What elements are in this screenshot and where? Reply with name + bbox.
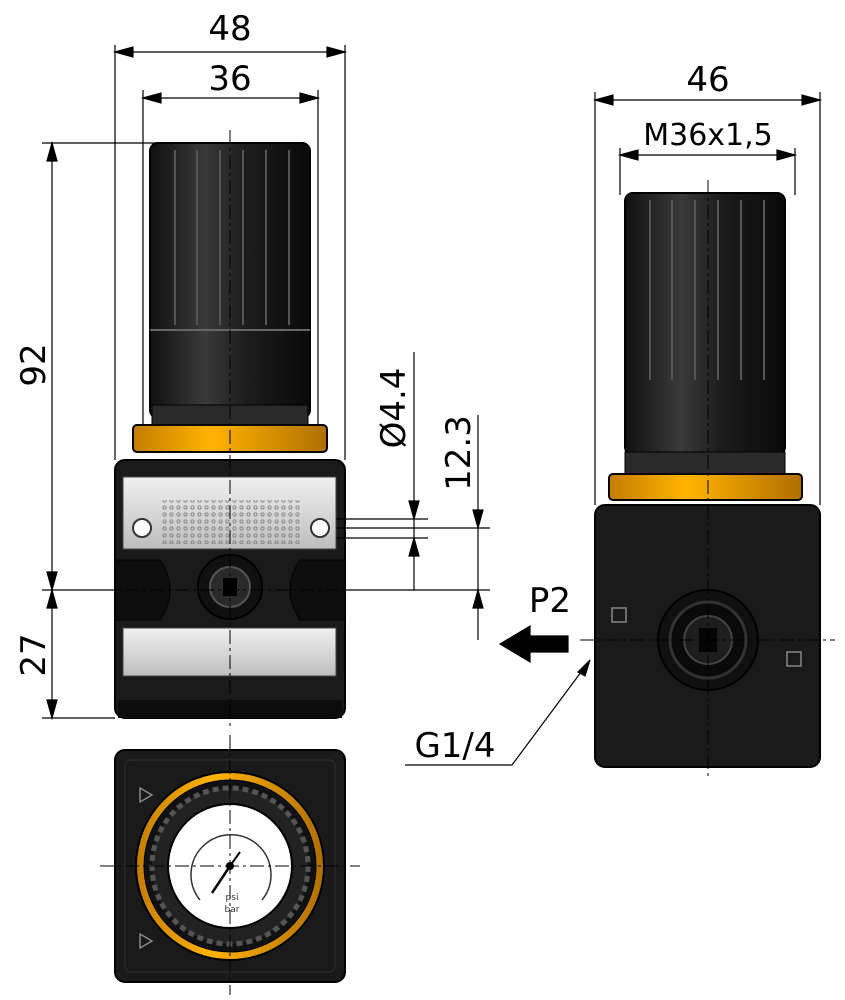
dim-width-36: 36: [208, 59, 251, 99]
front-dimension-lines: [42, 45, 490, 721]
port-label-p2: P2: [529, 581, 571, 621]
side-centerlines: [580, 180, 835, 780]
side-knob-ribs: [649, 200, 765, 380]
mounting-hole-right: [310, 518, 330, 538]
dim-hole-spacing: 12.3: [439, 415, 479, 491]
side-dimension-lines: [405, 92, 823, 766]
gauge-unit-psi: psi: [226, 893, 239, 903]
dim-height-27: 27: [14, 633, 54, 676]
mounting-hole-left: [132, 518, 152, 538]
dim-hole-diameter: Ø4.4: [374, 368, 414, 449]
gauge-unit-bar: bar: [225, 905, 240, 915]
bottom-centerlines: [100, 735, 360, 995]
right-port-bulge: [289, 559, 346, 621]
side-knob-neck: [624, 451, 786, 475]
dim-width-46: 46: [686, 60, 729, 100]
flow-arrow-top-icon: [139, 786, 154, 804]
dim-width-48: 48: [208, 9, 251, 49]
flow-arrow-bottom-icon: [139, 932, 154, 950]
side-lock-ring: [608, 473, 803, 501]
knob-ribs: [150, 150, 310, 331]
dim-thread-m36: M36x1,5: [643, 118, 773, 153]
dim-height-92: 92: [14, 343, 54, 386]
port-thread-g14: G1/4: [414, 726, 495, 766]
gauge-needle: [210, 865, 232, 894]
front-view: [114, 142, 346, 719]
p2-flow-arrow-icon: [498, 624, 569, 664]
left-port-bulge: [114, 559, 171, 621]
